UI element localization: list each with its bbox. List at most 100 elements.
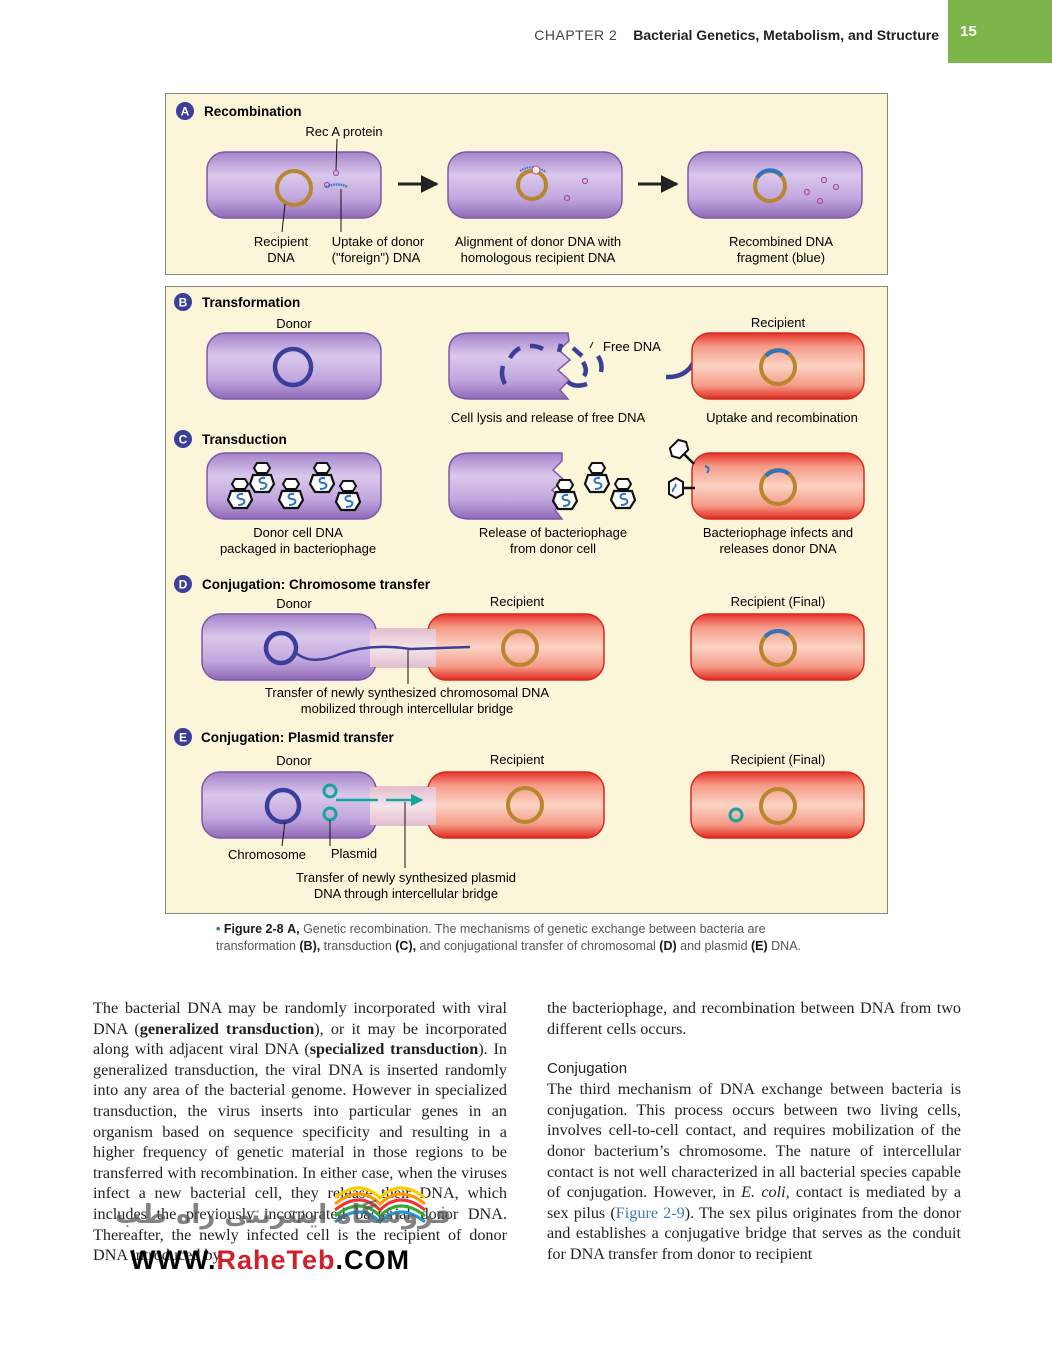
panel-e-title: Conjugation: Plasmid transfer (201, 730, 395, 745)
lysed-cell-b (448, 332, 572, 400)
leader-line (335, 138, 338, 171)
donor-cell-b (206, 332, 382, 400)
leader-line (281, 821, 286, 847)
bacteriophage (583, 461, 611, 494)
free-dna-piece (596, 354, 604, 373)
figure-link[interactable]: Figure 2-9 (615, 1203, 685, 1222)
reca-dot (803, 188, 811, 196)
url-prefix: WWW. (130, 1245, 217, 1275)
reca-dot (563, 194, 571, 202)
label-align-2: homologous recipient DNA (461, 250, 616, 265)
panel-b: B Transformation Donor Free DNA Cell lys… (174, 293, 865, 425)
label-free-dna: Free DNA (603, 339, 661, 354)
text: contact is mediated by a sex pilus ( (547, 1183, 961, 1222)
panel-c: C Transduction Donor cell DNA packaged i… (174, 430, 865, 556)
bacteriophage (334, 479, 362, 512)
free-dna-piece (571, 346, 584, 358)
label-lysis: Cell lysis and release of free DNA (451, 410, 646, 425)
leader-line (589, 341, 594, 349)
watermark-persian: فروشگاه اینترنتی راه طب (115, 1200, 452, 1230)
recombined-fragment (764, 468, 791, 478)
panel-a-badge (176, 102, 194, 120)
paragraph: the bacteriophage, and recombination bet… (547, 999, 961, 1038)
donor-dna-fragment (325, 183, 349, 189)
caption-ref-b: (B), (299, 939, 321, 953)
recipient-cell-b (691, 332, 865, 400)
recombined-fragment (755, 168, 784, 180)
injected-dna (704, 465, 710, 474)
reca-dot (581, 177, 589, 185)
label-transfer-e-2: DNA through intercellular bridge (314, 886, 498, 901)
label-align-1: Alignment of donor DNA with (455, 234, 621, 249)
label-plasmid: Plasmid (331, 846, 377, 861)
caption-text: and conjugational transfer of chromosoma… (416, 939, 660, 953)
label-infect-2: releases donor DNA (719, 541, 836, 556)
label-recipient-1: Recipient (254, 234, 309, 249)
final-dna-e (759, 787, 797, 825)
donor-chromosome-e (264, 787, 302, 825)
donor-cell-d (201, 613, 377, 681)
caption-text: transduction (320, 939, 396, 953)
label-donor-c-1: Donor cell DNA (253, 525, 343, 540)
cell-a1 (206, 151, 382, 219)
free-dna-piece (529, 343, 545, 352)
species-name: E. coli, (741, 1183, 790, 1202)
reca-dot (820, 176, 828, 184)
watermark-logo (334, 1186, 426, 1225)
watermark-url: WWW.RaheTeb.COM (130, 1245, 410, 1276)
panel-d-letter: D (179, 578, 188, 592)
url-brand: RaheTeb (216, 1245, 336, 1275)
reca-dot (832, 183, 840, 191)
recombined-fragment (763, 629, 791, 639)
figure-caption: • Figure 2-8 A, Genetic recombination. T… (216, 922, 802, 953)
caption-text: Genetic recombination. The mechanisms of… (216, 922, 766, 953)
panel-c-title: Transduction (202, 432, 287, 447)
label-donor-c-2: packaged in bacteriophage (220, 541, 376, 556)
label-uptake-b: Uptake and recombination (706, 410, 858, 425)
donor-chromosome-d (263, 630, 299, 666)
text: The third mechanism of DNA exchange betw… (547, 1080, 961, 1202)
label-donor-e: Donor (276, 753, 312, 768)
plasmid-recipient (728, 807, 744, 823)
running-header: CHAPTER 2 Bacterial Genetics, Metabolism… (534, 27, 939, 43)
final-cell-e (690, 771, 865, 839)
label-recipient-b: Recipient (751, 315, 806, 330)
caption-text: DNA. (767, 939, 802, 953)
bacteriophage (226, 477, 254, 510)
panel-e: E Conjugation: Plasmid transfer Donor Re… (174, 728, 865, 901)
label-transfer-d-1: Transfer of newly synthesized chromosoma… (265, 685, 550, 700)
body-column-right: the bacteriophage, and recombination bet… (547, 998, 961, 1265)
label-recomb-2: fragment (blue) (737, 250, 825, 265)
bacteriophage (308, 461, 336, 494)
free-dna-piece (499, 365, 508, 386)
bridge-fill (370, 787, 436, 825)
bacteriophage (609, 477, 637, 510)
final-cell-d (690, 613, 865, 681)
url-suffix: .COM (335, 1245, 410, 1275)
label-chromosome: Chromosome (228, 847, 306, 862)
label-release-2: from donor cell (510, 541, 596, 556)
panel-c-letter: C (179, 433, 188, 447)
label-donor: Donor (276, 316, 312, 331)
donor-cell-e (201, 771, 377, 839)
caption-ref-d: (D) (659, 939, 677, 953)
label-release-1: Release of bacteriophage (479, 525, 627, 540)
panel-b-letter: B (179, 296, 188, 310)
bacteriophage (248, 461, 276, 494)
label-recomb-1: Recombined DNA (729, 234, 833, 249)
leader-line (281, 203, 286, 233)
panel-b-title: Transformation (202, 295, 300, 310)
text: ), or it may be incorporated along with … (93, 1019, 507, 1059)
figure-2-8: A Recombination Rec A protein Recipient … (174, 102, 865, 901)
panel-d-badge (174, 575, 192, 593)
label-final-d: Recipient (Final) (731, 594, 826, 609)
caption-ref-a: A, (287, 922, 300, 936)
bacteriophage-infecting (668, 438, 695, 465)
bacteriophage (277, 477, 305, 510)
free-dna-piece (581, 360, 588, 378)
recombined-fragment (764, 348, 791, 358)
bacteriophage (551, 478, 579, 511)
cell-a3 (687, 151, 863, 219)
section-heading-conjugation: Conjugation (547, 1060, 628, 1078)
dna-ring-a1 (275, 169, 313, 207)
